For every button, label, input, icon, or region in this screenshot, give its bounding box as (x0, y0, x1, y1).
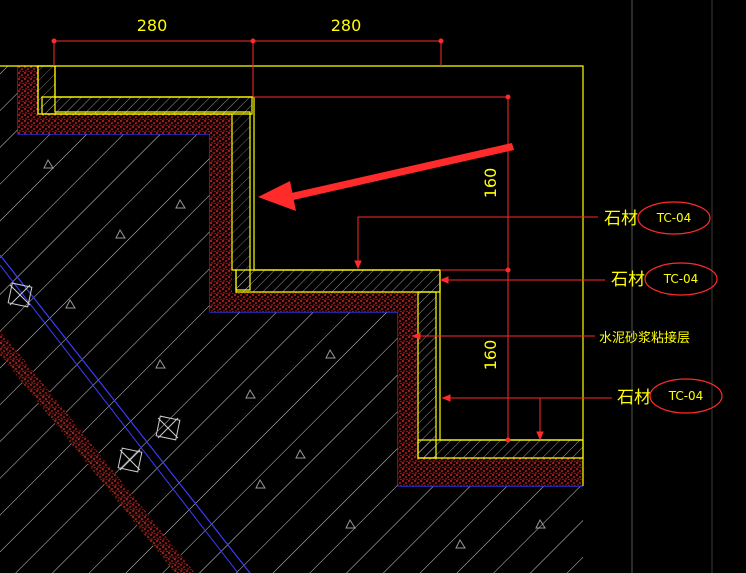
callout-2-tag: TC-04 (663, 272, 699, 286)
cross-box-icon (155, 415, 181, 441)
red-arrow-icon (258, 143, 514, 211)
ground-structure (0, 254, 251, 573)
cross-box-icon (117, 447, 143, 473)
callout-1-tag: TC-04 (656, 211, 692, 225)
dimension-lines (51, 38, 511, 443)
stone-cladding (37, 65, 584, 459)
callout-3-label: 水泥砂浆粘接层 (599, 330, 690, 346)
dim-tread-2: 280 (331, 16, 362, 35)
leader-lines (354, 216, 612, 441)
callout-2-label: 石材 (611, 270, 645, 290)
callout-4-tag-bubble (649, 378, 723, 414)
cross-box-icon (7, 282, 33, 308)
dim-tread-1: 280 (137, 16, 168, 35)
callout-2-tag-bubble (644, 262, 718, 296)
dim-riser-2: 160 (481, 340, 500, 371)
callout-1-label: 石材 (604, 209, 638, 229)
concrete-body (0, 66, 583, 573)
callout-4-label: 石材 (617, 388, 651, 408)
callout-1-tag-bubble (637, 201, 711, 235)
dim-riser-1: 160 (481, 168, 500, 199)
callout-4-tag: TC-04 (668, 389, 704, 403)
